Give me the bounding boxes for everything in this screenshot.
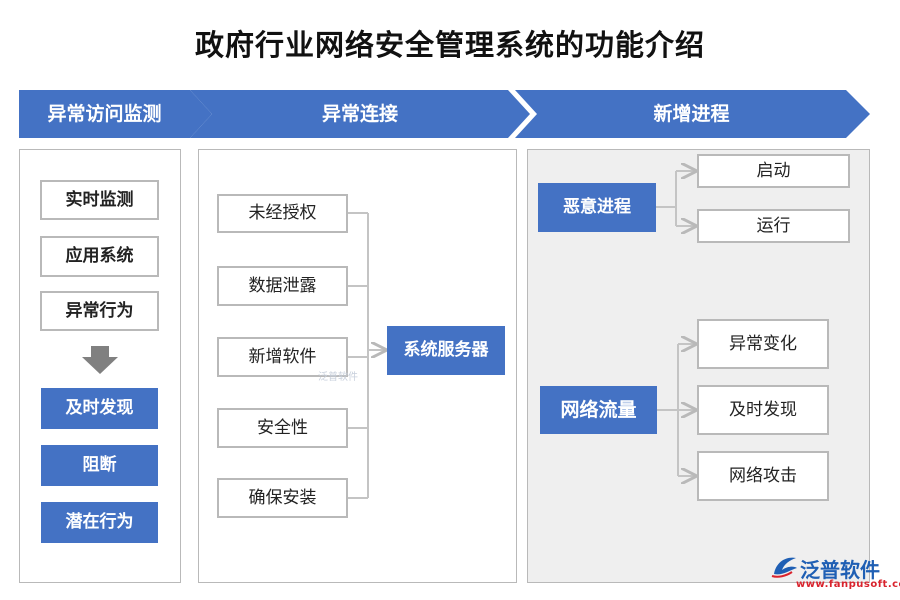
node-network-traffic: 网络流量 [540, 386, 657, 434]
node-potential-behavior: 潜在行为 [41, 502, 158, 543]
banner-label-2: 异常连接 [321, 103, 398, 125]
logo-name: 泛普软件 [800, 558, 880, 582]
logo-url: www.fanpusoft.com [796, 579, 900, 590]
down-arrow-icon [82, 346, 118, 374]
banner-label-3: 新增进程 [653, 103, 730, 125]
node-timely-detect-2: 及时发现 [697, 385, 829, 435]
fanpu-logo: 泛普软件 www.fanpusoft.com [770, 552, 900, 592]
node-network-attack: 网络攻击 [697, 451, 829, 501]
node-ensure-install: 确保安装 [217, 478, 348, 518]
node-abnormal-change: 异常变化 [697, 319, 829, 369]
node-abnormal-behavior: 异常行为 [40, 291, 159, 331]
node-security: 安全性 [217, 408, 348, 448]
node-timely-detect: 及时发现 [41, 388, 158, 429]
banner-arrow-3 [515, 90, 870, 138]
node-realtime-monitor: 实时监测 [40, 180, 159, 220]
watermark: 泛普软件 [318, 372, 358, 383]
fanpu-logo-icon [771, 557, 797, 578]
node-application-system: 应用系统 [40, 236, 159, 277]
node-new-software: 新增软件 [217, 337, 348, 377]
node-run: 运行 [697, 209, 850, 243]
page-title: 政府行业网络安全管理系统的功能介绍 [194, 28, 705, 62]
banner-arrow-1 [19, 90, 212, 138]
node-malicious-process: 恶意进程 [538, 183, 656, 232]
banner-label-1: 异常访问监测 [47, 103, 162, 125]
node-system-server: 系统服务器 [387, 326, 505, 375]
node-data-leak: 数据泄露 [217, 266, 348, 306]
node-start: 启动 [697, 154, 850, 188]
banner-arrow-2 [190, 90, 530, 138]
node-block: 阻断 [41, 445, 158, 486]
node-unauthorized: 未经授权 [217, 194, 348, 233]
